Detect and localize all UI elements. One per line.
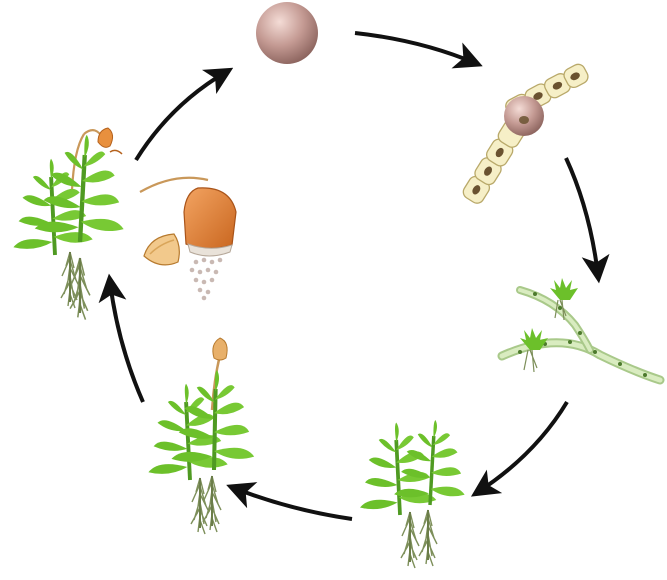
protonema-icon <box>497 278 665 385</box>
germinating-spore-icon <box>462 63 589 204</box>
arrow-protonema-to-gametophyte <box>470 400 569 497</box>
arrow-gametophyte-to-sporophyte <box>226 482 353 521</box>
capsule-releasing-spores-icon <box>139 176 237 301</box>
young-moss-plant-icon <box>358 414 474 569</box>
arrow-sporophyte-to-mature <box>98 273 145 403</box>
arrow-capsule-to-spore <box>134 67 234 162</box>
mature-moss-plant-icon <box>11 127 133 321</box>
moss-plant-with-capsule-icon <box>146 337 260 535</box>
arrow-germination-to-protonema <box>564 157 610 284</box>
arrow-spore-to-germination <box>354 31 483 69</box>
spore-icon <box>256 2 318 64</box>
